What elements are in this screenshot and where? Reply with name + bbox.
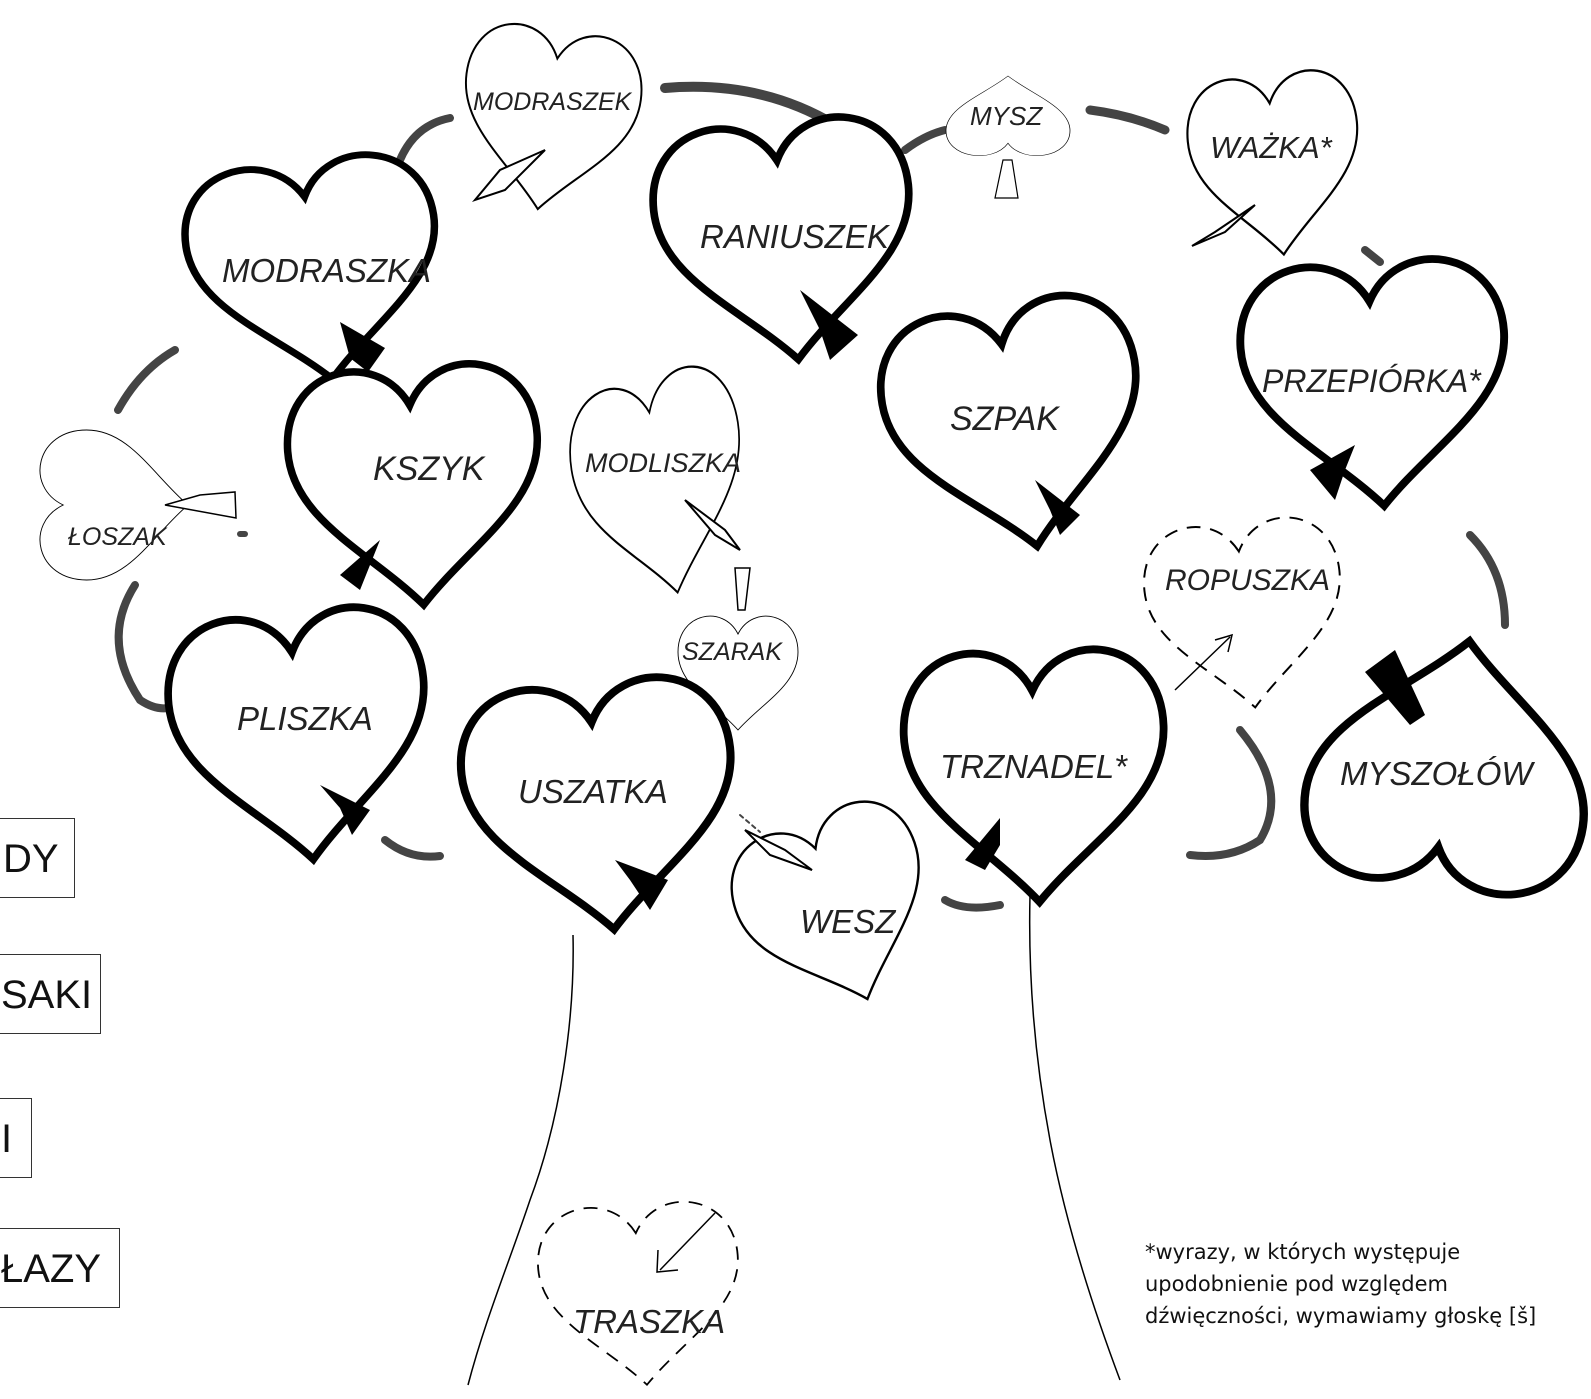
label-uszatka: USZATKA <box>518 773 668 810</box>
label-trznadel: TRZNADEL* <box>940 748 1128 785</box>
label-wazka: WAŻKA* <box>1210 130 1333 165</box>
label-szpak: SZPAK <box>950 400 1060 438</box>
legend-box-i: I <box>0 1098 32 1178</box>
footnote: *wyrazy, w których występuje upodobnieni… <box>1145 1236 1591 1332</box>
label-przepiorka: PRZEPIÓRKA* <box>1262 363 1482 399</box>
label-szarak: SZARAK <box>682 638 783 666</box>
legend-text-saki: SAKI <box>1 973 93 1017</box>
label-raniuszek: RANIUSZEK <box>700 218 891 255</box>
legend-box-saki: SAKI <box>0 954 101 1034</box>
footnote-line-2: upodobnienie pod względem <box>1145 1272 1448 1296</box>
label-mysz: MYSZ <box>970 101 1043 131</box>
leaf-przepiorka <box>1235 254 1516 514</box>
legend-text-lazy: ŁAZY <box>1 1247 102 1291</box>
label-pliszka: PLISZKA <box>237 700 373 737</box>
legend-box-dy: DY <box>0 818 75 898</box>
label-modraszek: MODRASZEK <box>473 88 633 116</box>
legend-text-dy: DY <box>3 837 59 881</box>
leaf-loszak <box>39 429 237 581</box>
leaf-ropuszka <box>1137 511 1354 719</box>
label-myszolow: MYSZOŁÓW <box>1340 755 1535 792</box>
leaf-uszatka <box>453 670 748 943</box>
leaf-raniuszek <box>646 110 926 372</box>
leaf-modraszek <box>449 16 650 224</box>
label-wesz: WESZ <box>800 903 897 940</box>
leaf-trznadel <box>901 647 1169 907</box>
label-modliszka: MODLISZKA <box>585 448 741 478</box>
legend-text-i: I <box>1 1117 13 1161</box>
leaf-modliszka <box>559 353 762 618</box>
tree-trunk <box>467 894 1121 1386</box>
connector-arcs <box>114 81 1509 912</box>
leaf-labels: MODRASZEK MYSZ WAŻKA* MODRASZKA RANIUSZE… <box>68 88 1535 1340</box>
leaf-kszyk <box>282 359 548 613</box>
leaf-mysz <box>945 75 1071 199</box>
label-ropuszka: ROPUSZKA <box>1165 564 1330 597</box>
legend-box-lazy: ŁAZY <box>0 1228 120 1308</box>
footnote-line-1: *wyrazy, w których występuje <box>1145 1240 1461 1264</box>
leaf-wazka <box>1181 64 1370 266</box>
leaf-modraszka <box>176 147 457 395</box>
label-modraszka: MODRASZKA <box>222 252 431 289</box>
leaf-wesz <box>715 785 959 1035</box>
leaf-szpak <box>869 285 1163 569</box>
label-loszak: ŁOSZAK <box>68 523 168 551</box>
footnote-line-3: dźwięczności, wymawiamy głoskę [š] <box>1145 1304 1537 1328</box>
leaf-pliszka <box>161 600 441 873</box>
label-kszyk: KSZYK <box>373 450 486 488</box>
leaf-traszka <box>533 1197 748 1393</box>
leaf-myszolow <box>1294 623 1591 903</box>
label-traszka: TRASZKA <box>573 1303 725 1340</box>
